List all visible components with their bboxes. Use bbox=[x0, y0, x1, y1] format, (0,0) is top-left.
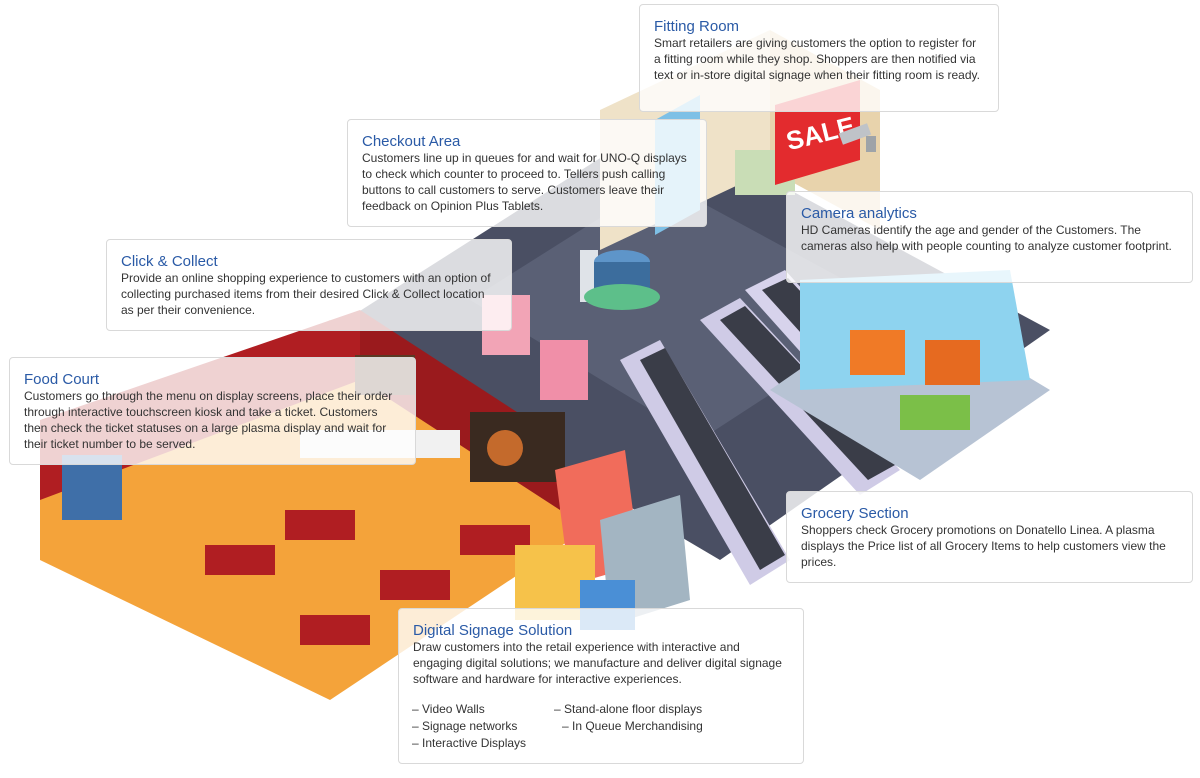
dress-rack-2 bbox=[540, 340, 588, 400]
callout-text: Shoppers check Grocery promotions on Don… bbox=[801, 523, 1166, 569]
feature-item: – Interactive Displays bbox=[412, 736, 527, 750]
callout-title: Food Court bbox=[24, 371, 100, 388]
callout-digital-signage: Digital Signage Solution Draw customers … bbox=[398, 608, 804, 764]
callout-title: Fitting Room bbox=[654, 18, 740, 35]
burger-image bbox=[487, 430, 523, 466]
security-camera-icon bbox=[838, 123, 876, 152]
callout-click-collect: Click & Collect Provide an online shoppi… bbox=[106, 239, 512, 331]
feature-item: – In Queue Merchandising bbox=[562, 719, 703, 733]
callout-grocery-section: Grocery Section Shoppers check Grocery p… bbox=[786, 491, 1193, 583]
callout-text: Smart retailers are giving customers the… bbox=[654, 36, 980, 82]
callout-text: Draw customers into the retail experienc… bbox=[413, 640, 782, 686]
escalator-left bbox=[620, 340, 790, 585]
feature-item: – Signage networks bbox=[412, 719, 518, 733]
callout-text: Customers go through the menu on display… bbox=[24, 389, 393, 451]
callout-text: Provide an online shopping experience to… bbox=[121, 271, 491, 317]
callout-title: Grocery Section bbox=[801, 505, 909, 522]
callout-text: Customers line up in queues for and wait… bbox=[362, 151, 687, 213]
grocery-wall bbox=[800, 270, 1030, 390]
dining-tables bbox=[205, 510, 530, 645]
callout-title: Checkout Area bbox=[362, 133, 461, 150]
callout-title: Digital Signage Solution bbox=[413, 622, 573, 639]
callout-camera-analytics: Camera analytics HD Cameras identify the… bbox=[786, 191, 1193, 283]
callout-checkout-area: Checkout Area Customers line up in queue… bbox=[347, 119, 707, 227]
feature-item: – Video Walls bbox=[412, 702, 485, 716]
callout-text: HD Cameras identify the age and gender o… bbox=[801, 223, 1172, 253]
callout-fitting-room: Fitting Room Smart retailers are giving … bbox=[639, 4, 999, 112]
food-court-doorway bbox=[62, 455, 122, 520]
callout-title: Camera analytics bbox=[801, 205, 917, 222]
grocery-shelf-1 bbox=[850, 330, 905, 375]
grocery-produce bbox=[900, 395, 970, 430]
round-counter-base bbox=[584, 284, 660, 310]
callout-title: Click & Collect bbox=[121, 253, 218, 270]
callout-food-court: Food Court Customers go through the menu… bbox=[9, 357, 416, 465]
grocery-shelf-2 bbox=[925, 340, 980, 385]
feature-item: – Stand-alone floor displays bbox=[554, 702, 703, 716]
